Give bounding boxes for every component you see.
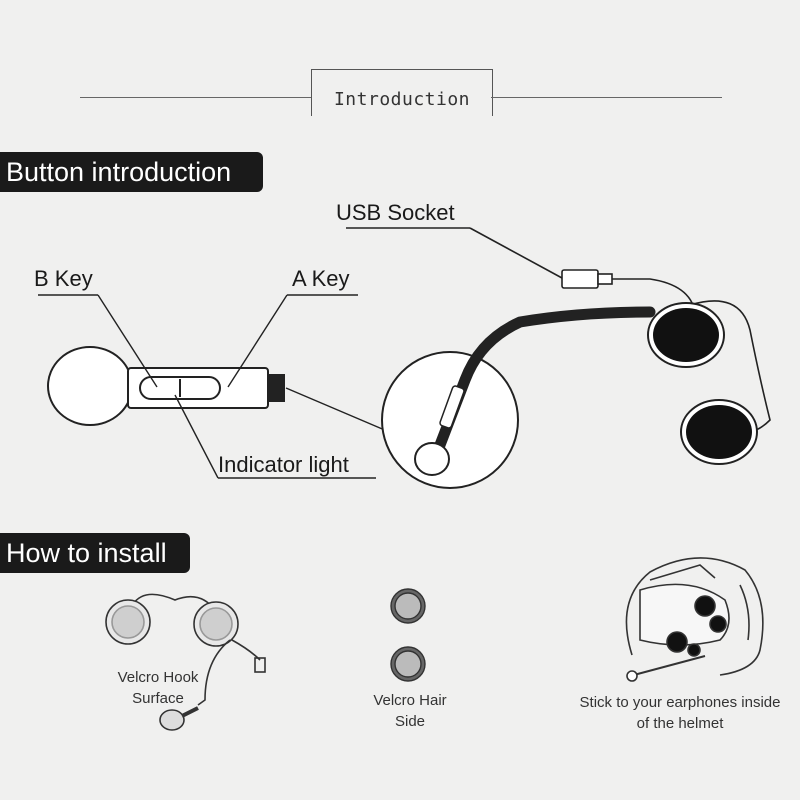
header-title: Introduction bbox=[311, 69, 493, 116]
header-rule-right bbox=[491, 97, 722, 99]
velcro-hair-caption-line-1: Velcro Hair bbox=[373, 692, 447, 709]
a-key-label: A Key bbox=[292, 266, 350, 291]
usb-socket bbox=[346, 227, 696, 313]
earphones bbox=[647, 300, 771, 465]
key-callout-lines bbox=[38, 294, 409, 479]
velcro-hair-caption-line-2: Side bbox=[394, 713, 426, 730]
stick-caption-line-2: of the helmet bbox=[636, 715, 724, 732]
usb-socket-label: USB Socket bbox=[336, 200, 455, 225]
stick-caption: Stick to your earphones inside of the he… bbox=[560, 692, 800, 734]
header-rule-left bbox=[80, 97, 311, 99]
b-key-label: B Key bbox=[34, 266, 93, 291]
velcro-hook-caption: Velcro Hook Surface bbox=[98, 667, 218, 709]
microphone-unit bbox=[47, 346, 285, 426]
section-how-to-install: How to install bbox=[0, 533, 190, 573]
helmet bbox=[625, 557, 764, 682]
velcro-hair-caption: Velcro Hair Side bbox=[350, 690, 470, 732]
velcro-hook-caption-line-1: Velcro Hook bbox=[117, 669, 199, 686]
stick-caption-line-1: Stick to your earphones inside bbox=[579, 694, 781, 711]
velcro-hook-caption-line-2: Surface bbox=[132, 690, 184, 707]
section-button-introduction: Button introduction bbox=[0, 152, 263, 192]
velcro-hair-pads bbox=[390, 588, 426, 682]
mic-zoom-circle bbox=[381, 306, 656, 489]
install-headset bbox=[105, 593, 266, 731]
indicator-light-label: Indicator light bbox=[218, 452, 349, 477]
